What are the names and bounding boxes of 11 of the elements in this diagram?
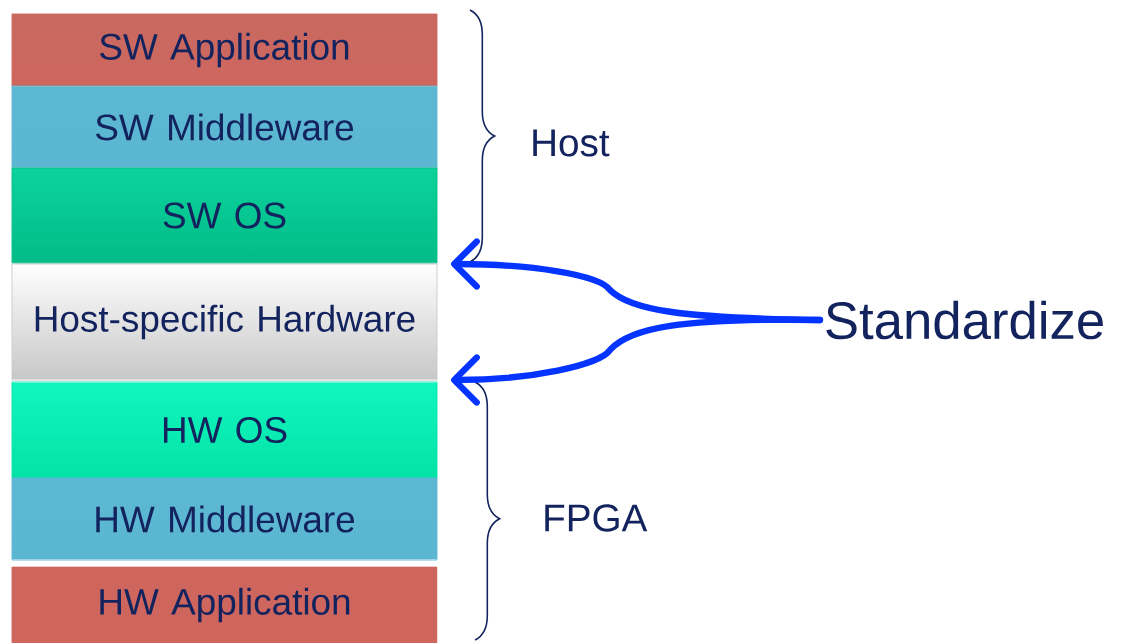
layer-box: SW OS [11,167,438,264]
layer-box: Host-specific Hardware [11,263,438,381]
standardize-text: Standardize [826,300,1103,340]
layer-box: HW Application [11,566,438,643]
brace-label: Host [533,129,610,157]
layer-box: SW Application [11,13,438,87]
arrow [451,316,824,406]
layer-box: SW Middleware [11,85,438,169]
layer-box: HW Middleware [11,477,438,561]
brace-label: FPGA [545,504,648,532]
layer-box: HW OS [11,381,438,479]
